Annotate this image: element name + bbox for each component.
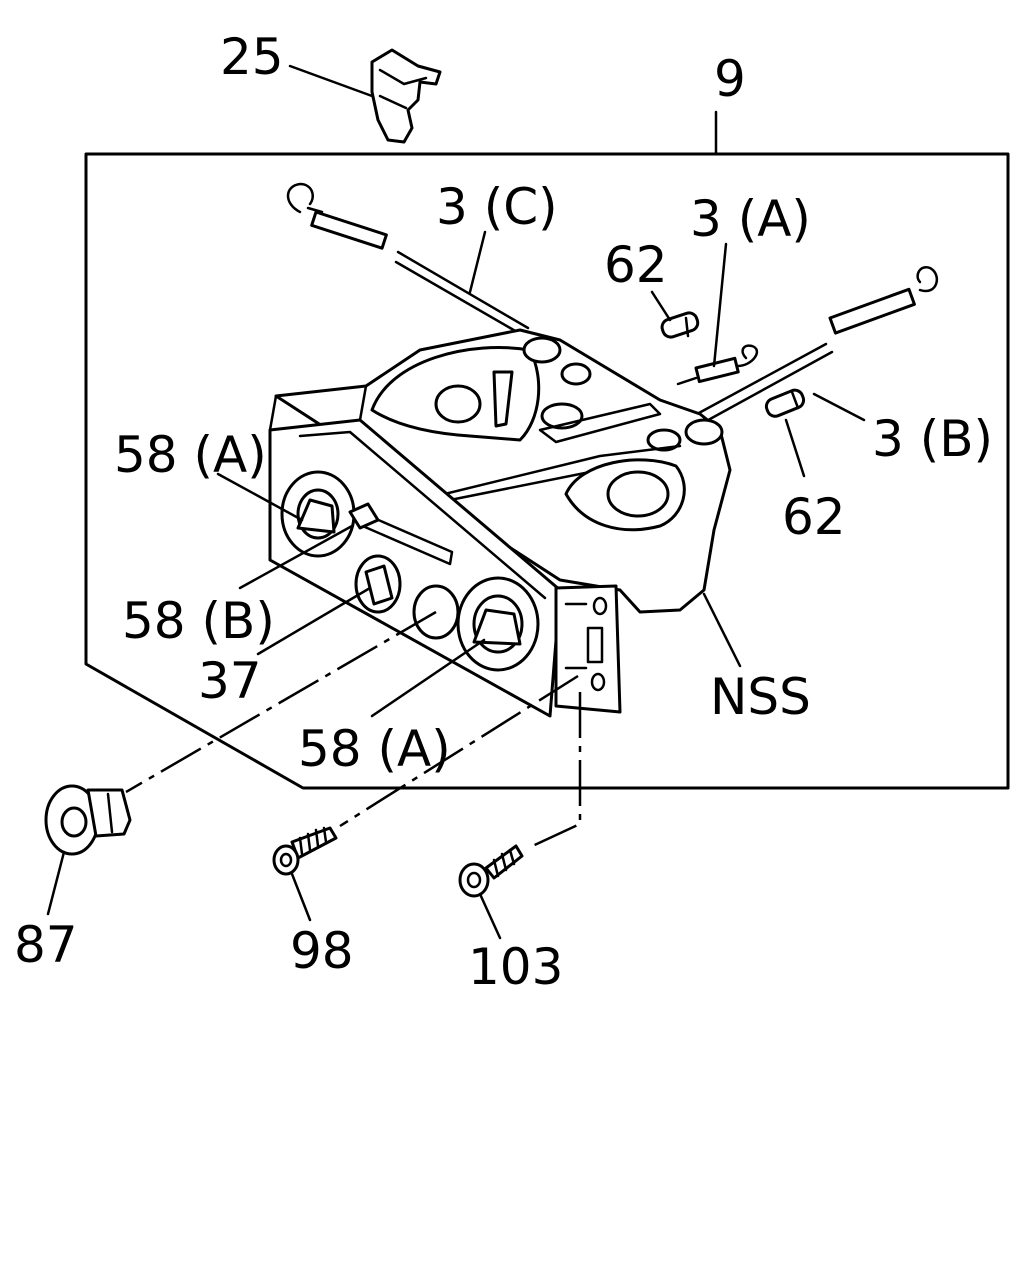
leader-37 [256,586,372,656]
socket-part-87 [44,784,132,856]
assembly-line-87 [125,610,437,794]
screw-part-98 [272,826,338,876]
callout-103: 103 [468,938,563,996]
callout-58a-bottom: 58 (A) [298,720,451,778]
leader-58b [238,524,354,590]
leader-nss [702,592,742,668]
callout-25: 25 [220,28,284,86]
control-unit-body [268,328,732,718]
leader-58a-bottom [370,638,486,718]
callout-9: 9 [714,50,746,108]
leader-3b [812,392,866,422]
callout-58b: 58 (B) [122,592,275,650]
leader-98 [290,872,312,922]
callout-62-upper: 62 [604,236,668,294]
clip-part-25 [370,48,442,144]
leader-3c [468,230,487,294]
leader-62-right [784,418,806,478]
callout-3c: 3 (C) [436,178,558,236]
leader-103 [478,892,502,940]
leader-87 [46,850,66,916]
cable-3a [676,344,759,386]
pin-62-upper [660,311,700,339]
callout-62-right: 62 [782,488,846,546]
callout-nss: NSS [710,668,811,726]
callout-87: 87 [14,916,78,974]
screw-part-103 [458,844,524,898]
leader-58a-top [216,472,304,522]
cable-3c [286,182,530,338]
pin-62-right [764,388,806,418]
callout-3b: 3 (B) [872,410,993,468]
assembly-line-98 [339,674,579,828]
callout-58a-top: 58 (A) [114,426,267,484]
assembly-boundary [84,152,1010,790]
callout-3a: 3 (A) [690,190,811,248]
cable-3b [684,265,939,432]
callout-37: 37 [198,652,262,710]
callout-98: 98 [290,922,354,980]
leader-3a [712,242,728,368]
leader-25 [288,64,374,98]
assembly-line-103 [527,692,582,850]
leader-62-upper [650,290,672,322]
